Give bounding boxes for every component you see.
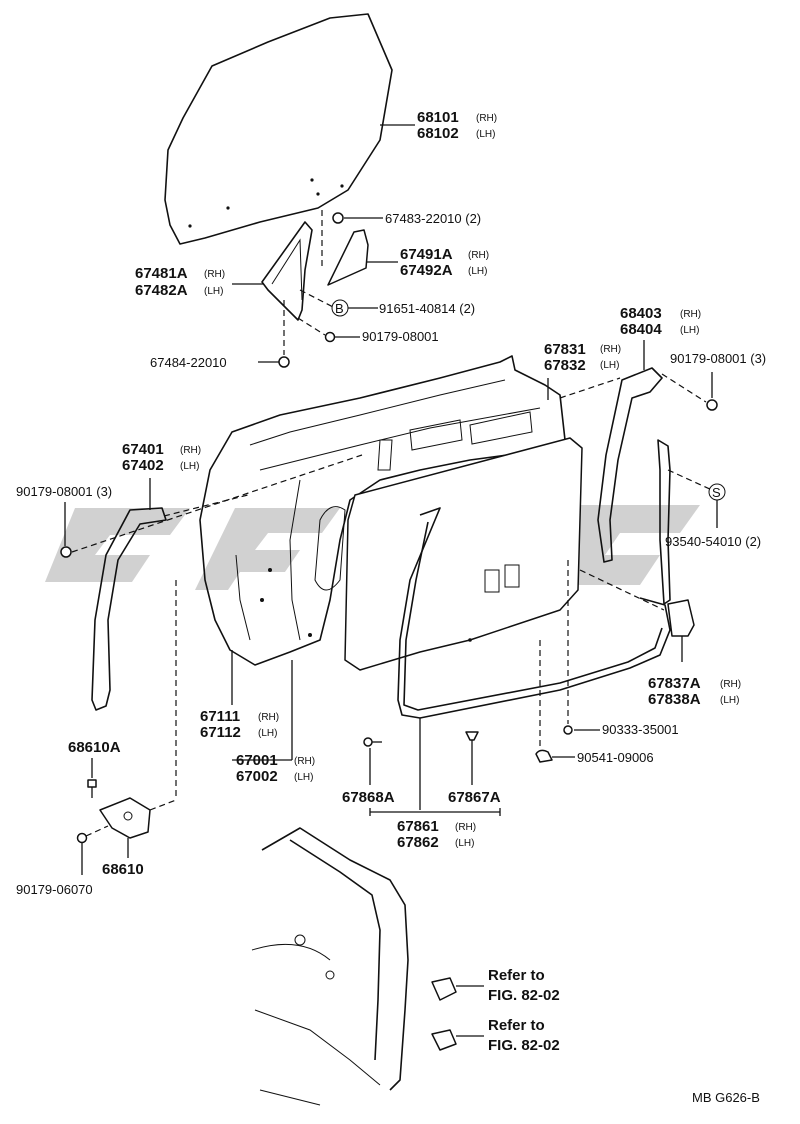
seal-rh-number: 67861 (397, 818, 439, 835)
qglass-rh-tag: (RH) (468, 250, 489, 261)
pad-part (667, 599, 695, 637)
clip-top-part (332, 212, 344, 224)
clip-868-number: 67868A (342, 789, 395, 806)
panel2-lh-tag: (LH) (258, 728, 277, 739)
panel-rh-tag: (RH) (294, 756, 315, 767)
run-channel-part (597, 367, 671, 605)
nut-right-number: 90179-08001 (3) (670, 351, 766, 366)
quarter-glass-part (327, 229, 369, 286)
screw-b-number: 91651-40814 (2) (379, 301, 475, 316)
run-lh-number: 68404 (620, 321, 662, 338)
plug-number: 90541-09006 (577, 750, 654, 765)
door-check-part (99, 797, 151, 839)
door-seal-part (397, 507, 671, 719)
body-opening-part (251, 827, 457, 1106)
pad-rh-tag: (RH) (720, 679, 741, 690)
clip-90333-number: 90333-35001 (602, 722, 679, 737)
check-bolt-part (87, 779, 97, 798)
clip-867-part (465, 731, 479, 748)
trim-rh-tag: (RH) (600, 344, 621, 355)
nut-left-part (60, 546, 72, 558)
clip-867-number: 67867A (448, 789, 501, 806)
clip-868-part (363, 737, 382, 747)
frame-rh-tag: (RH) (204, 269, 225, 280)
seal-lh-tag: (LH) (455, 838, 474, 849)
weather-lh-number: 67402 (122, 457, 164, 474)
quarter-frame-part (261, 221, 313, 321)
clip-low-part (278, 356, 290, 368)
pad-rh-number: 67837A (648, 675, 701, 692)
glass-rh-number: 68101 (417, 109, 459, 126)
trim-lh-number: 67832 (544, 357, 586, 374)
frame-rh-number: 67481A (135, 265, 188, 282)
trim-rh-number: 67831 (544, 341, 586, 358)
b-mark: B (335, 301, 344, 316)
s-mark: S (712, 485, 721, 500)
frame-lh-tag: (LH) (204, 286, 223, 297)
panel2-lh-number: 67112 (200, 724, 241, 741)
glass-lh-tag: (LH) (476, 129, 495, 140)
qglass-lh-tag: (LH) (468, 266, 487, 277)
pad-lh-tag: (LH) (720, 695, 739, 706)
glass-rh-tag: (RH) (476, 113, 497, 124)
glass-lh-number: 68102 (417, 125, 459, 142)
panel2-rh-tag: (RH) (258, 712, 279, 723)
refer1-line2: FIG. 82-02 (488, 987, 560, 1004)
refer1-line1: Refer to (488, 967, 545, 984)
clip-90333-part (563, 725, 573, 735)
door-panel (199, 355, 566, 666)
check-number: 68610 (102, 861, 144, 878)
qglass-rh-number: 67491A (400, 246, 453, 263)
pad-lh-number: 67838A (648, 691, 701, 708)
clip-top-number: 67483-22010 (2) (385, 211, 481, 226)
check-bolt-number: 68610A (68, 739, 121, 756)
weather-lh-tag: (LH) (180, 461, 199, 472)
seal-lh-number: 67862 (397, 834, 439, 851)
nut-left-number: 90179-08001 (3) (16, 484, 112, 499)
trim-lh-tag: (LH) (600, 360, 619, 371)
screw-s-number: 93540-54010 (2) (665, 534, 761, 549)
panel-rh-number: 67001 (236, 752, 278, 769)
nut-a-part (324, 331, 336, 343)
nut-a-number: 90179-08001 (362, 329, 439, 344)
panel-lh-number: 67002 (236, 768, 278, 785)
nut-check-number: 90179-06070 (16, 882, 93, 897)
refer2-line2: FIG. 82-02 (488, 1037, 560, 1054)
plug-part (535, 749, 553, 763)
nut-right-part (706, 399, 718, 411)
panel2-rh-number: 67111 (200, 708, 240, 725)
weather-rh-number: 67401 (122, 441, 164, 458)
run-rh-number: 68403 (620, 305, 662, 322)
weather-rh-tag: (RH) (180, 445, 201, 456)
front-weatherstrip-part (91, 507, 167, 711)
run-lh-tag: (LH) (680, 325, 699, 336)
door-glass (164, 13, 393, 245)
seal-rh-tag: (RH) (455, 822, 476, 833)
run-rh-tag: (RH) (680, 309, 701, 320)
qglass-lh-number: 67492A (400, 262, 453, 279)
figure-code: MB G626-B (692, 1090, 760, 1105)
trim-board-part (344, 437, 583, 671)
nut-check-part (76, 832, 88, 844)
clip-low-number: 67484-22010 (150, 355, 227, 370)
refer2-line1: Refer to (488, 1017, 545, 1034)
panel-lh-tag: (LH) (294, 772, 313, 783)
frame-lh-number: 67482A (135, 282, 188, 299)
